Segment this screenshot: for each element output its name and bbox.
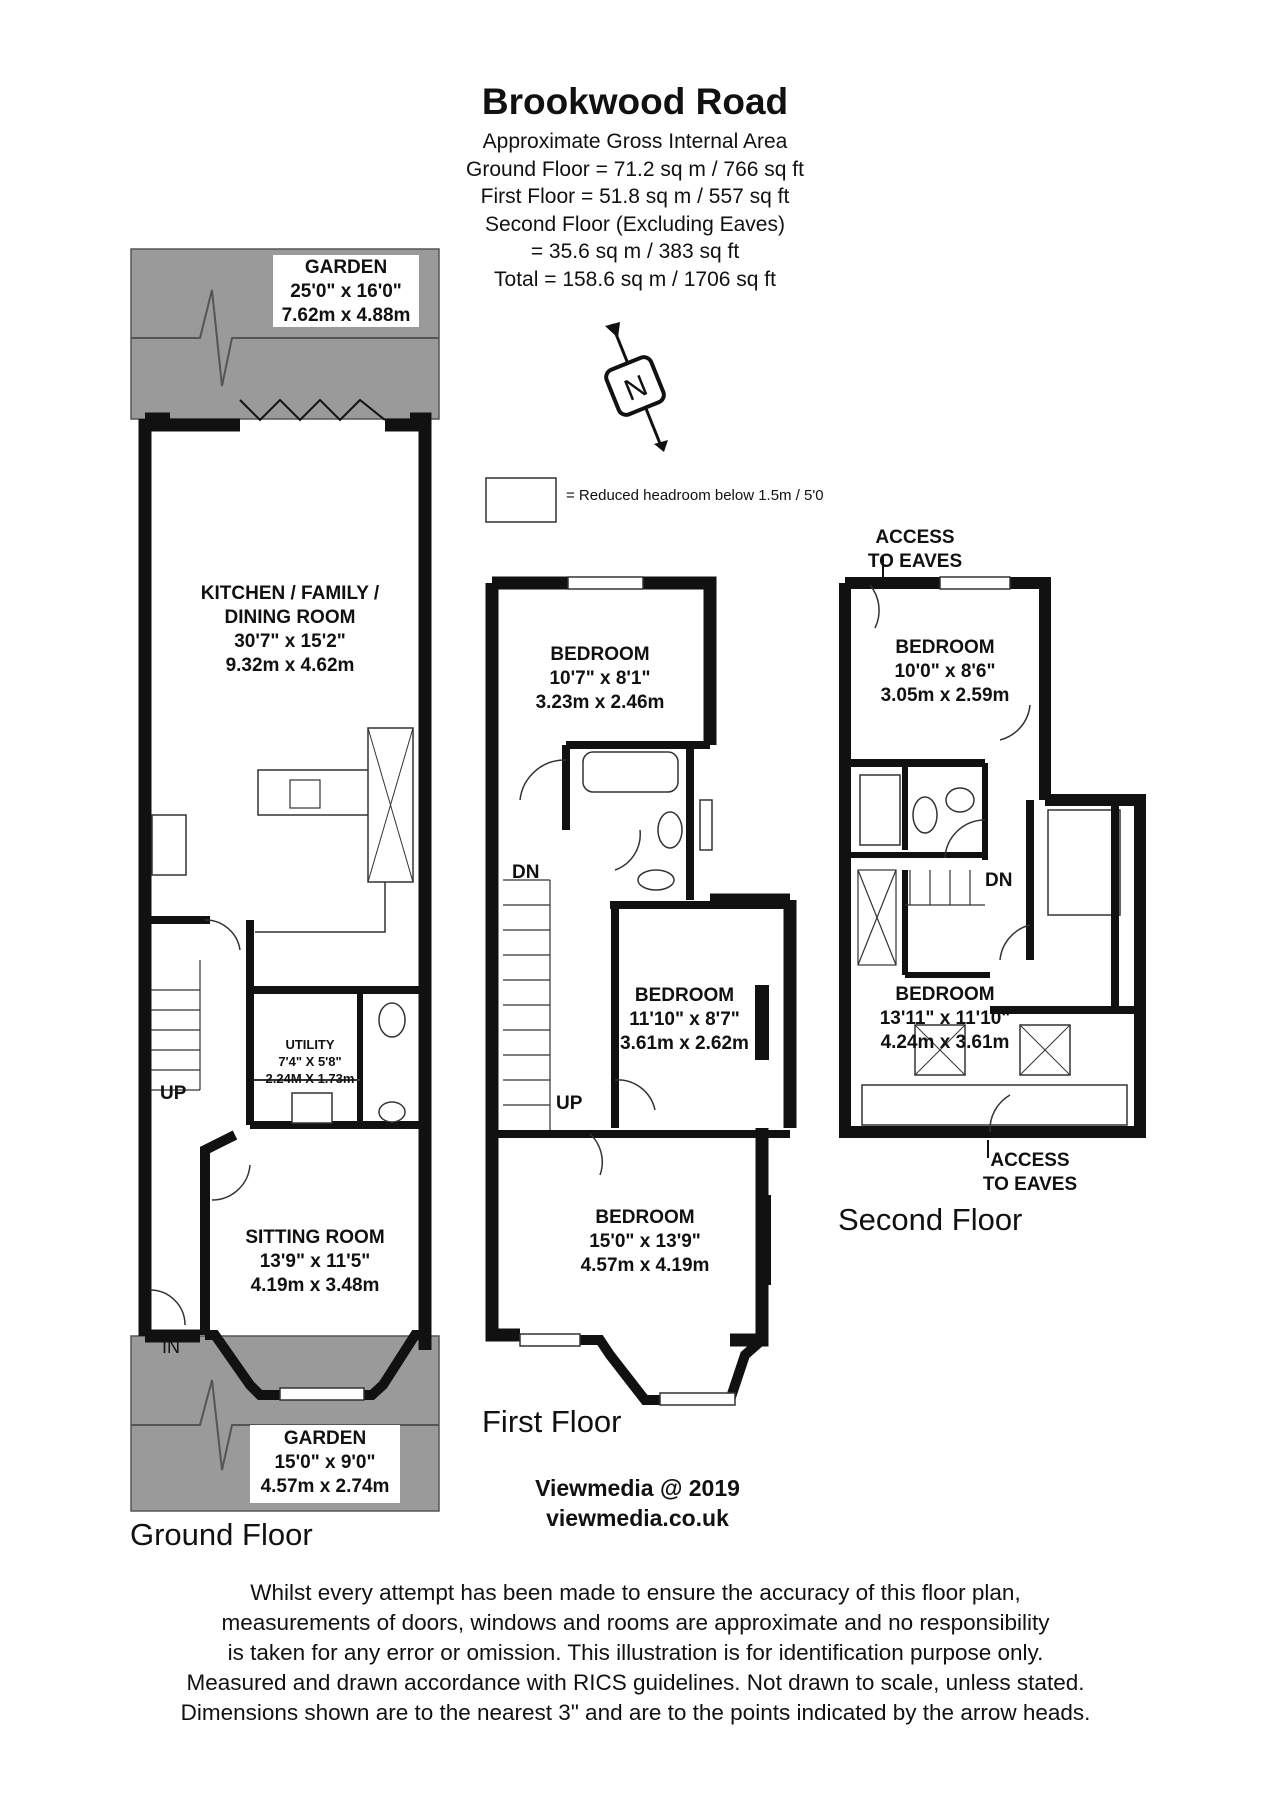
disclaimer-line: is taken for any error or omission. This… [227,1640,1044,1665]
credits-block: Viewmedia @ 2019 viewmedia.co.uk [520,1473,755,1533]
entrance-label: IN [162,1337,180,1357]
first-floor-mid-bedroom-label: BEDROOM 11'10" x 8'7" 3.61m x 2.62m [620,985,749,1054]
sitting-room-label: SITTING ROOM 13'9" x 11'5" 4.19m x 3.48m [245,1227,385,1296]
second-floor-front-bedroom-label: BEDROOM 13'11" x 11'10" 4.24m x 3.61m [879,984,1011,1053]
area-line: Total = 158.6 sq m / 1706 sq ft [494,267,776,291]
front-garden-label-bg [250,1425,400,1503]
first-floor-plan [485,576,797,1406]
area-line: Approximate Gross Internal Area [482,130,788,153]
ground-floor-plan [130,248,440,1512]
rear-garden-label: GARDEN 25'0" x 16'0" 7.62m x 4.88m [281,257,411,326]
area-line: First Floor = 51.8 sq m / 557 sq ft [480,185,790,208]
ground-stair-up-label: UP [160,1083,187,1104]
area-line: Ground Floor = 71.2 sq m / 766 sq ft [466,157,804,181]
second-floor-rear-bedroom-label: BEDROOM 10'0" x 8'6" 3.05m x 2.59m [880,637,1010,706]
second-floor-title: Second Floor [838,1202,1023,1237]
kitchen-label: KITCHEN / FAMILY / DINING ROOM 30'7" x 1… [200,583,380,676]
disclaimer-line: measurements of doors, windows and rooms… [221,1610,1050,1635]
second-stair-down-label: DN [985,870,1013,891]
top-eaves-access-label: ACCESS TO EAVES [867,527,963,572]
disclaimer-line: Whilst every attempt has been made to en… [250,1580,1021,1605]
header-block: Brookwood Road Approximate Gross Interna… [385,80,885,293]
area-line: Second Floor (Excluding Eaves) [485,212,785,236]
property-title: Brookwood Road [481,81,789,122]
credit-website: viewmedia.co.uk [546,1505,729,1531]
ground-floor-title: Ground Floor [130,1517,313,1552]
first-floor-rear-bedroom-label: BEDROOM 10'7" x 8'1" 3.23m x 2.46m [535,644,665,713]
bottom-eaves-access-label: ACCESS TO EAVES [982,1150,1078,1195]
legend-swatch [485,477,557,523]
front-garden-label: GARDEN 15'0" x 9'0" 4.57m x 2.74m [260,1428,390,1497]
disclaimer-line: Dimensions shown are to the nearest 3" a… [180,1700,1091,1725]
disclaimer-line: Measured and drawn accordance with RICS … [186,1670,1085,1695]
compass-icon: N [604,322,668,452]
first-stair-up-label: UP [556,1093,583,1114]
disclaimer-block: Whilst every attempt has been made to en… [100,1578,1171,1728]
first-floor-front-bedroom-label: BEDROOM 15'0" x 13'9" 4.57m x 4.19m [580,1207,710,1276]
legend-text: = Reduced headroom below 1.5m / 5'0 [566,487,824,504]
first-floor-title: First Floor [482,1404,622,1439]
area-line: = 35.6 sq m / 383 sq ft [530,240,740,263]
credit-copyright: Viewmedia @ 2019 [535,1475,740,1501]
first-stair-down-label: DN [512,862,540,883]
utility-label: UTILITY 7'4" X 5'8" 2.24M X 1.73m [265,1037,355,1086]
rear-garden-label-bg [273,255,419,327]
second-floor-plan [839,555,1146,1158]
